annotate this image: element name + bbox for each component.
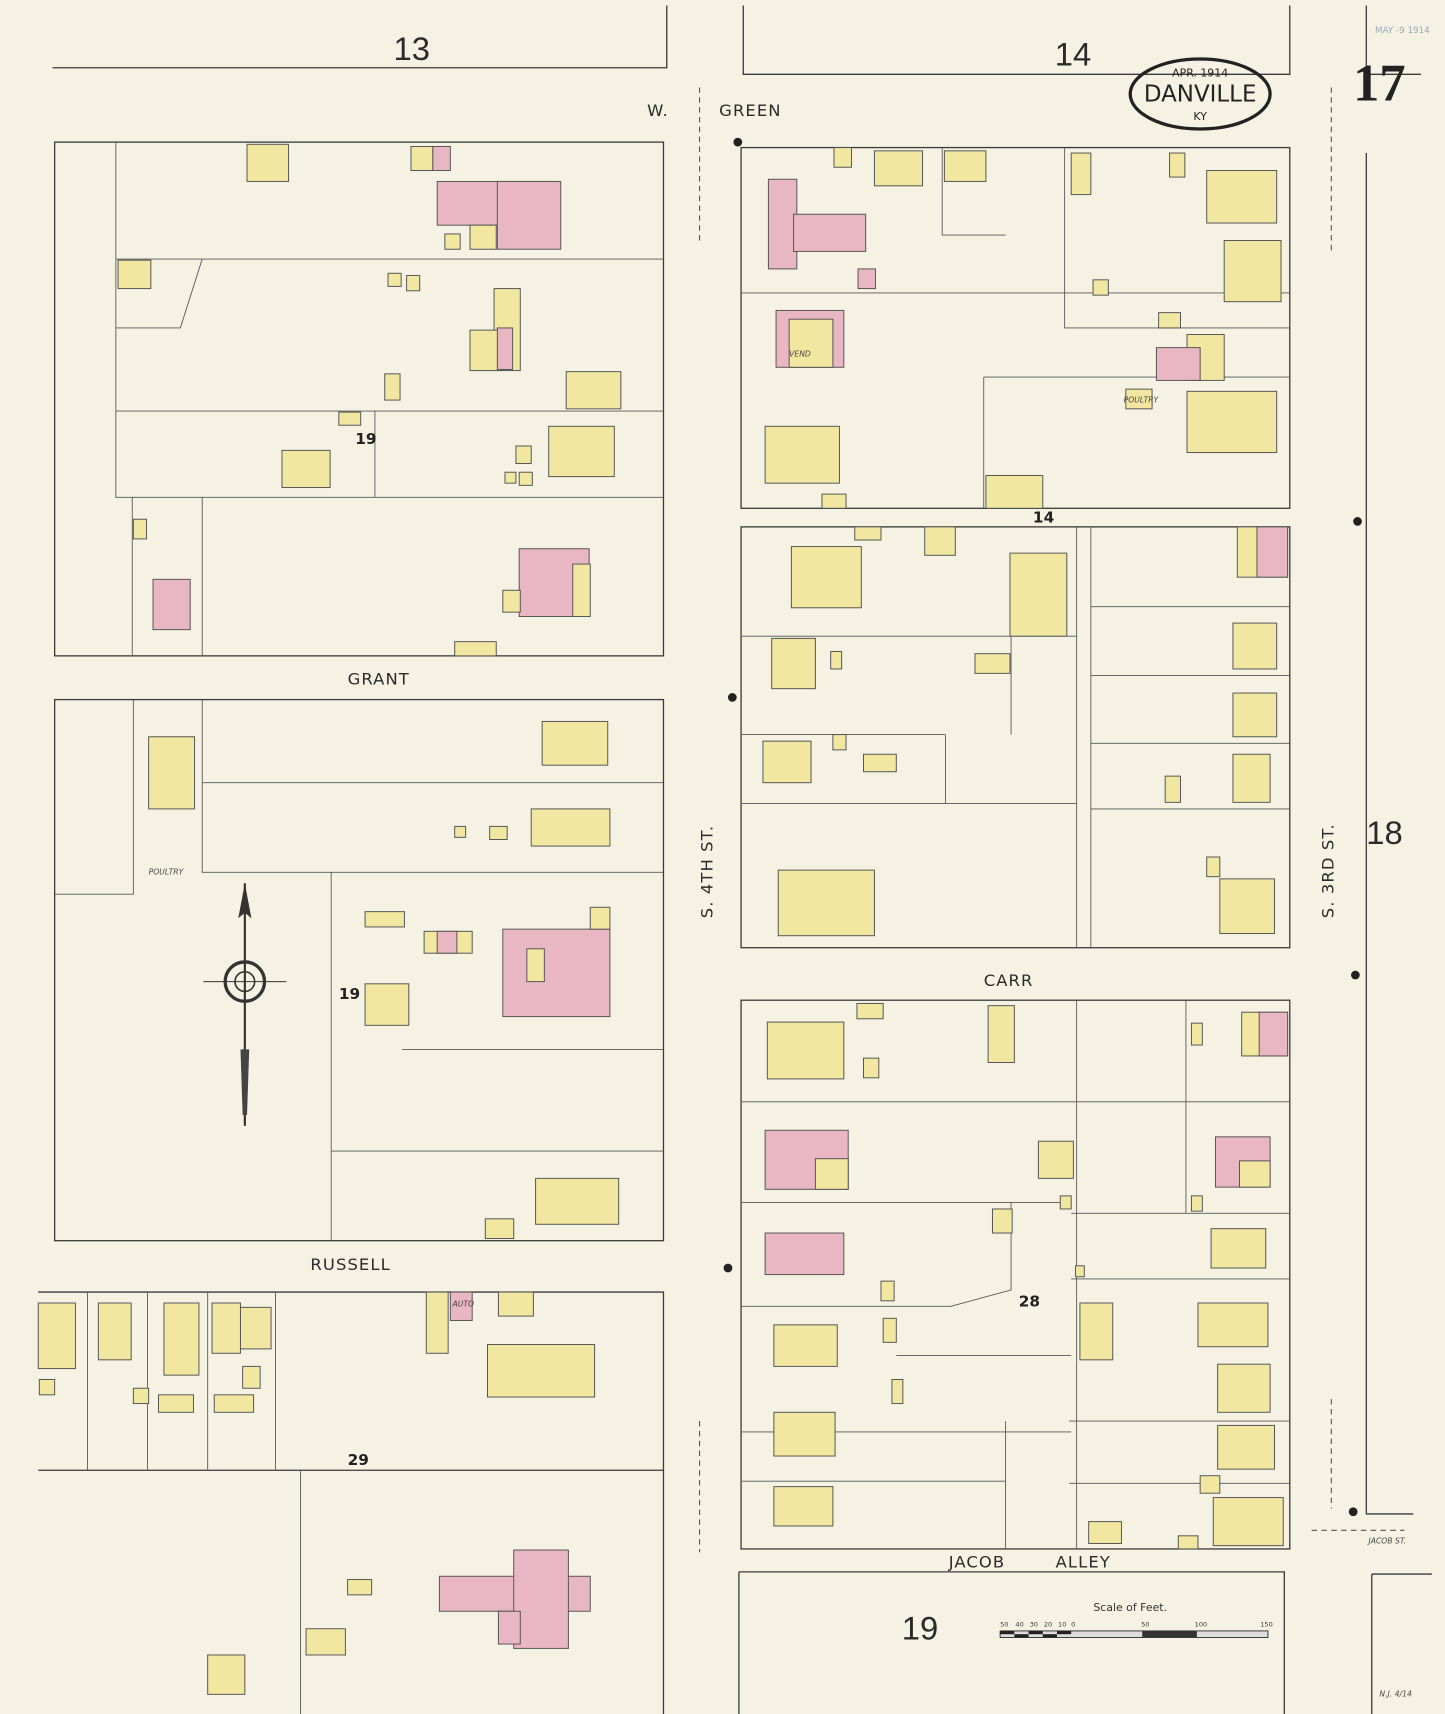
street-carr: CARR (984, 971, 1034, 990)
label-vend: VEND (789, 349, 811, 358)
street-s-4th: S. 4TH ST. (698, 825, 717, 918)
block-outlines (38, 87, 1432, 1714)
street-jacob-st: JACOB ST. (1366, 1536, 1406, 1545)
svg-text:40: 40 (1015, 1621, 1023, 1629)
svg-text:20: 20 (1044, 1621, 1052, 1629)
adjoining-sheet-19: 19 (902, 1610, 938, 1647)
svg-text:150: 150 (1260, 1621, 1272, 1629)
scale-of-feet: Scale of Feet. 50 40 30 20 10 0 50 100 1… (999, 1601, 1273, 1638)
label-poultry: POULTRY (149, 867, 185, 876)
svg-text:10: 10 (1058, 1621, 1066, 1629)
svg-text:50: 50 (1141, 1621, 1149, 1629)
svg-text:0: 0 (1071, 1621, 1075, 1629)
block-number: 19 (355, 430, 376, 448)
block-number: 29 (348, 1451, 369, 1469)
svg-text:Scale of Feet.: Scale of Feet. (1093, 1601, 1167, 1614)
compass-rose-icon (203, 883, 287, 1126)
svg-text:APR. 1914: APR. 1914 (1172, 67, 1228, 80)
receipt-stamp: MAY -9 1914 (1375, 26, 1430, 36)
block-number: 28 (1019, 1292, 1040, 1310)
svg-text:50: 50 (1000, 1621, 1008, 1629)
surveyor-initials: N.J. 4/14 (1379, 1690, 1412, 1699)
label-auto: AUTO (452, 1299, 475, 1308)
hydrants (723, 137, 1362, 1517)
svg-text:100: 100 (1195, 1621, 1207, 1629)
title-cartouche: APR. 1914 DANVILLE KY (1128, 57, 1272, 131)
street-w-green: W. GREEN (647, 101, 782, 120)
label-poultry: POULTRY (1124, 395, 1160, 404)
street-s-3rd: S. 3RD ST. (1319, 823, 1338, 918)
adjoining-sheet-18: 18 (1366, 814, 1402, 851)
block-number: 14 (1033, 509, 1054, 527)
buildings (37, 143, 1289, 1695)
street-grant: GRANT (348, 669, 410, 688)
block-number: 19 (339, 985, 360, 1003)
svg-text:DANVILLE: DANVILLE (1144, 82, 1257, 108)
adjoining-frames (52, 5, 1421, 75)
adjoining-sheet-13: 13 (393, 30, 429, 67)
street-jacob-alley: JACOB ALLEY (948, 1553, 1111, 1572)
street-russell: RUSSELL (310, 1255, 390, 1274)
adjoining-sheet-14: 14 (1055, 36, 1091, 73)
svg-text:KY: KY (1193, 110, 1207, 123)
sheet-number: 17 (1353, 55, 1405, 113)
svg-text:30: 30 (1030, 1621, 1038, 1629)
